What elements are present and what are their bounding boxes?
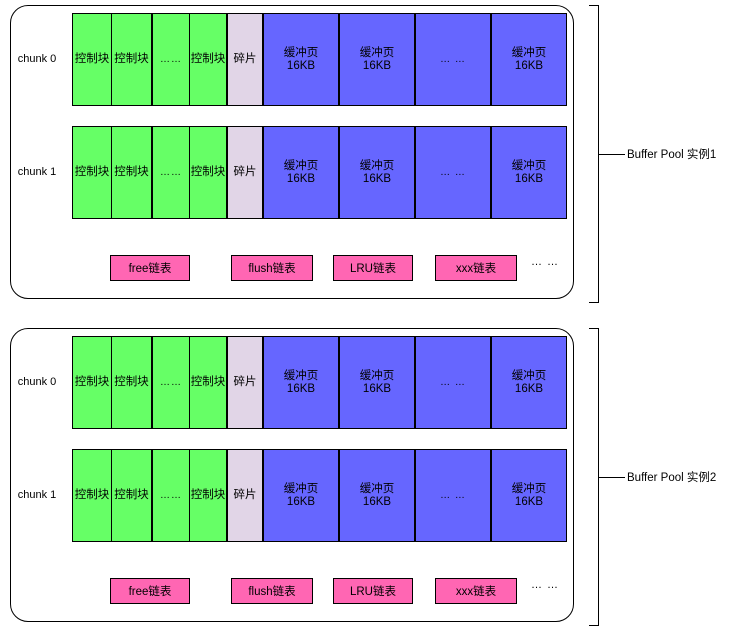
buffer-page-ellipsis: … … <box>415 336 491 429</box>
fragment-block: 碎片 <box>227 126 263 219</box>
linked-list-4: xxx链表 <box>435 255 517 281</box>
buffer-page: 缓冲页 16KB <box>339 449 415 542</box>
buffer-page-ellipsis: … … <box>415 449 491 542</box>
pool-brace-tick <box>599 477 625 478</box>
buffer-pool-instance-1 <box>10 5 574 299</box>
buffer-page: 缓冲页 16KB <box>339 126 415 219</box>
buffer-page: 缓冲页 16KB <box>491 126 567 219</box>
pool-brace-tick <box>599 154 625 155</box>
chunk-label: chunk 0 <box>17 53 57 65</box>
buffer-page: 缓冲页 16KB <box>491 449 567 542</box>
control-block-ellipsis: …… <box>152 126 190 219</box>
fragment-block: 碎片 <box>227 449 263 542</box>
linked-list-3: LRU链表 <box>333 255 413 281</box>
chunk-label: chunk 1 <box>17 166 57 178</box>
pool-instance-label: Buffer Pool 实例2 <box>627 472 717 484</box>
control-block: 控制块 <box>72 13 112 106</box>
pool-instance-label: Buffer Pool 实例1 <box>627 149 717 161</box>
linked-list-2: flush链表 <box>231 255 313 281</box>
more-lists-ellipsis: … … <box>531 579 560 591</box>
control-block: 控制块 <box>189 336 227 429</box>
buffer-page: 缓冲页 16KB <box>339 13 415 106</box>
buffer-pool-instance-2 <box>10 328 574 622</box>
pool-brace <box>589 328 599 626</box>
fragment-block: 碎片 <box>227 13 263 106</box>
chunk-label: chunk 0 <box>17 376 57 388</box>
control-block: 控制块 <box>111 126 152 219</box>
chunk-label: chunk 1 <box>17 489 57 501</box>
buffer-page: 缓冲页 16KB <box>491 336 567 429</box>
control-block: 控制块 <box>72 449 112 542</box>
buffer-page-ellipsis: … … <box>415 13 491 106</box>
linked-list-3: LRU链表 <box>333 578 413 604</box>
control-block: 控制块 <box>189 126 227 219</box>
buffer-page: 缓冲页 16KB <box>263 126 339 219</box>
control-block: 控制块 <box>72 336 112 429</box>
buffer-page: 缓冲页 16KB <box>263 336 339 429</box>
fragment-block: 碎片 <box>227 336 263 429</box>
control-block: 控制块 <box>111 336 152 429</box>
linked-list-1: free链表 <box>110 255 190 281</box>
control-block: 控制块 <box>189 13 227 106</box>
linked-list-1: free链表 <box>110 578 190 604</box>
linked-list-4: xxx链表 <box>435 578 517 604</box>
control-block-ellipsis: …… <box>152 336 190 429</box>
buffer-page: 缓冲页 16KB <box>339 336 415 429</box>
linked-list-2: flush链表 <box>231 578 313 604</box>
control-block: 控制块 <box>72 126 112 219</box>
control-block-ellipsis: …… <box>152 449 190 542</box>
control-block: 控制块 <box>111 13 152 106</box>
buffer-page: 缓冲页 16KB <box>263 449 339 542</box>
buffer-page-ellipsis: … … <box>415 126 491 219</box>
control-block: 控制块 <box>111 449 152 542</box>
buffer-page: 缓冲页 16KB <box>491 13 567 106</box>
buffer-page: 缓冲页 16KB <box>263 13 339 106</box>
more-lists-ellipsis: … … <box>531 256 560 268</box>
control-block: 控制块 <box>189 449 227 542</box>
control-block-ellipsis: …… <box>152 13 190 106</box>
pool-brace <box>589 5 599 303</box>
